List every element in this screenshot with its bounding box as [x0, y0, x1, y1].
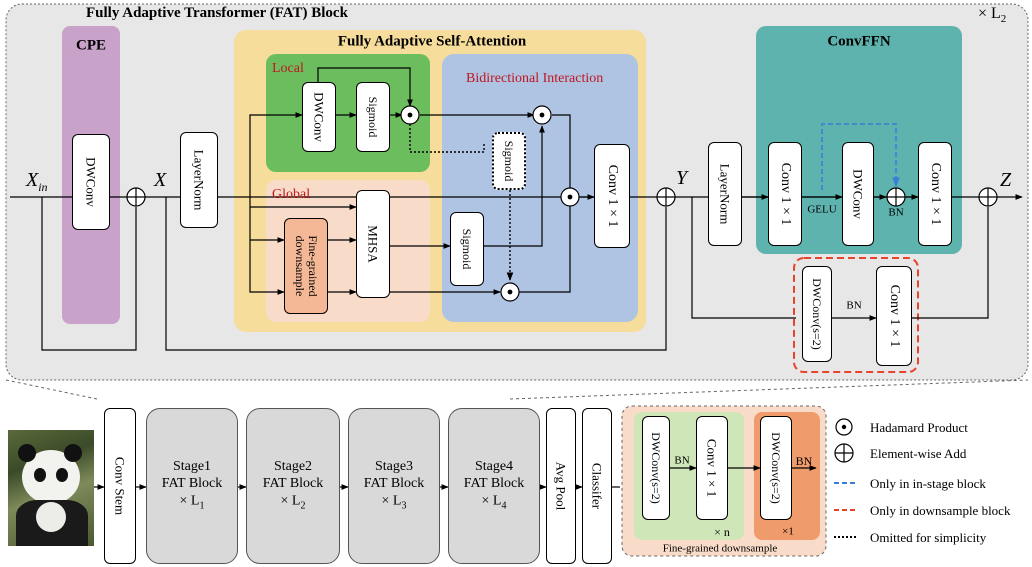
fasa-conv-box	[594, 144, 630, 248]
ds-conv-label: Conv 1 × 1	[704, 438, 720, 498]
ds-title: Fine-grained downsample	[662, 542, 778, 555]
shortcut-conv-box	[876, 266, 912, 366]
ds-dwconv2-label: DWConv(s=2)	[769, 432, 783, 504]
ds-dwconv1-label: DWConv(s=2)	[649, 432, 663, 504]
downsample-box	[284, 218, 328, 314]
var-x: X	[154, 169, 167, 191]
ffn-conv1-box	[768, 142, 802, 246]
var-x-in: Xin	[26, 169, 48, 194]
global-title: Global	[272, 187, 311, 202]
cpe-dwconv-box	[72, 134, 110, 230]
var-z: Z	[1000, 169, 1012, 191]
block-title: Fully Adaptive Transformer (FAT) Block	[86, 5, 348, 21]
ln1-residual	[165, 197, 667, 351]
stage2-box	[246, 408, 340, 564]
stage3-box	[348, 408, 440, 564]
layernorm-2-label: LayerNorm	[717, 163, 733, 225]
zoom-line-right	[509, 379, 1029, 400]
panda-image	[8, 430, 94, 546]
avg-pool-box	[546, 408, 576, 564]
ds-bn2-label: BN	[795, 454, 813, 468]
legend-hadamard-label: Hadamard Product	[870, 420, 968, 435]
ffn-gelu-label: GELU	[807, 203, 837, 216]
blue-dash-path	[821, 123, 900, 190]
ffn-dwconv-box	[842, 142, 874, 246]
local-dwconv-box	[302, 82, 336, 152]
layernorm-1-label: LayerNorm	[191, 149, 207, 211]
stage3-repeat: × L3	[381, 493, 407, 512]
stage1-repeat: × L1	[179, 493, 205, 512]
ffn-bn-label: BN	[888, 206, 904, 219]
local-dotted	[409, 124, 485, 153]
avg-pool-label: Avg Pool	[553, 461, 569, 511]
stage1-block: FAT Block	[161, 476, 223, 491]
stage4-name: Stage4	[474, 459, 514, 474]
ffn-dwconv-label: DWConv	[850, 169, 866, 219]
ffn-conv2-box	[918, 142, 952, 246]
mhsa-label: MHSA	[365, 225, 381, 263]
var-y: Y	[676, 167, 688, 189]
downsample-label: Fine-grained downsample	[293, 235, 321, 297]
legend-red-label: Only in downsample block	[870, 503, 1011, 518]
ds-conv-box	[696, 416, 728, 520]
fork-downsample-bot	[249, 197, 285, 295]
legend-blue-label: Only in in-stage block	[870, 476, 986, 491]
fork-local	[249, 112, 303, 197]
stage1-name: Stage1	[172, 459, 212, 474]
ds-dwconv1-box	[642, 416, 670, 520]
stage3-name: Stage3	[374, 459, 414, 474]
zoom-line-left	[5, 379, 98, 400]
stage4-box	[448, 408, 540, 564]
stage2-name: Stage2	[273, 459, 313, 474]
layernorm-2-box	[708, 142, 742, 246]
cpe-residual	[41, 197, 137, 351]
ln2-residual-out	[912, 207, 989, 319]
ds-dwconv2-box	[760, 416, 792, 520]
fasa-title: Fully Adaptive Self-Attention	[337, 33, 527, 50]
ds-bn1-label: BN	[674, 454, 690, 467]
mhsa-box	[356, 190, 390, 298]
classifier-box	[582, 408, 612, 564]
shortcut-conv-label: Conv 1 × 1	[887, 284, 902, 348]
fasa-conv-label: Conv 1 × 1	[605, 164, 620, 228]
ln2-residual	[691, 197, 796, 319]
local-sigmoid-box	[356, 82, 390, 152]
ffn-conv2-label: Conv 1 × 1	[928, 162, 943, 226]
legend-dotted-label: Omitted for simplicity	[870, 530, 987, 545]
stage4-repeat: × L4	[481, 493, 507, 512]
stage4-block: FAT Block	[463, 476, 525, 491]
stage2-repeat: × L2	[280, 493, 306, 512]
ds-times-n: × n	[714, 525, 730, 539]
shortcut-dwconv-box	[802, 266, 832, 362]
classifier-label: Classifer	[589, 462, 605, 510]
bidir-sigmoid-bottom-label: Sigmoid	[460, 228, 474, 270]
local-dwconv-label: DWConv	[311, 92, 327, 142]
cpe-dwconv-label: DWConv	[83, 157, 99, 207]
shortcut-dwconv-label: DWConv(s=2)	[810, 278, 824, 350]
stage2-block: FAT Block	[262, 476, 324, 491]
shortcut-bn-label: BN	[846, 299, 862, 312]
block-repeat: × L2	[978, 5, 1007, 26]
cpe-title: CPE	[76, 37, 106, 54]
bidirectional-title: Bidirectional Interaction	[466, 71, 604, 86]
local-title: Local	[272, 61, 304, 76]
bidir-sigmoid-top-box	[492, 132, 526, 190]
local-sigmoid-label: Sigmoid	[366, 96, 380, 138]
conv-stem-label: Conv Stem	[112, 456, 128, 516]
conv-stem-box	[104, 408, 136, 564]
legend-add-label: Element-wise Add	[870, 446, 967, 461]
convffn-title: ConvFFN	[827, 33, 891, 50]
bidirectional-region	[442, 54, 638, 322]
stage3-block: FAT Block	[363, 476, 425, 491]
ds-times-1: ×1	[782, 525, 794, 538]
ffn-conv1-label: Conv 1 × 1	[778, 162, 793, 226]
downsample-shortcut-region	[793, 257, 919, 373]
bidir-sigmoid-bottom-box	[450, 212, 484, 286]
layernorm-1-box	[180, 132, 218, 228]
stage1-box	[146, 408, 238, 564]
bidir-sigmoid-top-label: Sigmoid	[502, 140, 516, 182]
